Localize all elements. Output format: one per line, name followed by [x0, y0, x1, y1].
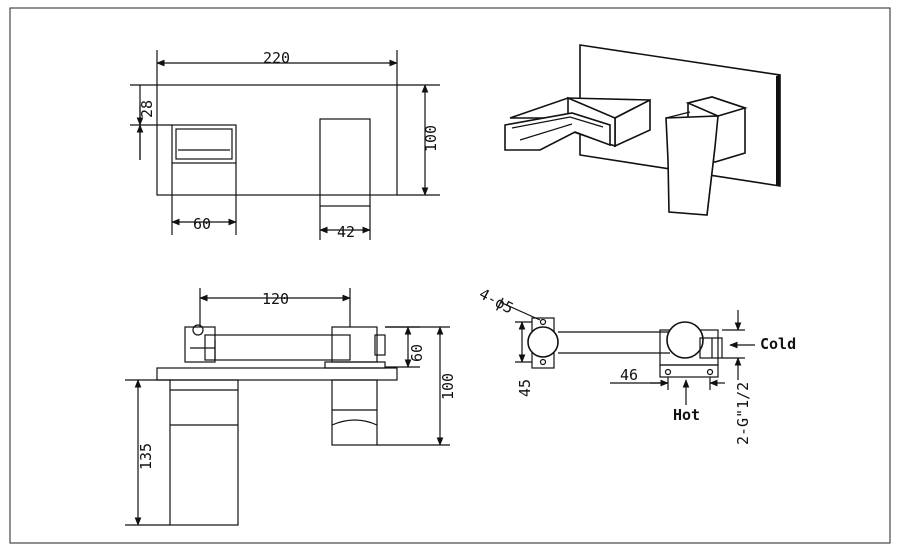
dim-135: 135: [137, 443, 155, 470]
dim-28: 28: [138, 100, 156, 118]
spout-opening: [171, 124, 237, 164]
label-cold: Cold: [760, 335, 796, 353]
side-spout-tube: [204, 334, 351, 361]
side-body: [169, 379, 239, 526]
label-holes: 4-ϕ5: [476, 285, 516, 318]
iso-spout-trough: [504, 112, 611, 151]
handle-front: [319, 118, 371, 207]
side-view: 120 60 100 135: [125, 288, 457, 526]
iso-handle-lever: [665, 115, 719, 216]
drawing-border: [9, 7, 891, 544]
label-thread: 2-G"1/2: [734, 382, 752, 445]
left-mount-circle: [527, 326, 559, 358]
dim-120: 120: [262, 290, 289, 308]
dim-42: 42: [337, 223, 355, 241]
label-hot: Hot: [673, 406, 700, 424]
dim-60-side: 60: [408, 344, 426, 362]
wall-plate: [156, 84, 398, 196]
side-cartridge: [331, 379, 378, 446]
side-wall-plate: [156, 367, 398, 381]
front-view: 220 100 28 60 42: [130, 49, 440, 241]
spout-inner: [175, 128, 233, 160]
dim-46: 46: [620, 366, 638, 384]
isometric-view: [504, 44, 781, 216]
dim-45: 45: [516, 379, 534, 397]
side-handle-block: [331, 326, 378, 363]
dim-100-side: 100: [439, 373, 457, 400]
top-view: 4-ϕ5 45 46 Cold Hot 2-G"1/2: [476, 285, 796, 445]
dim-220: 220: [263, 49, 290, 67]
dim-100-front: 100: [422, 125, 440, 152]
dim-60-front: 60: [193, 215, 211, 233]
right-mount-circle: [666, 321, 704, 359]
